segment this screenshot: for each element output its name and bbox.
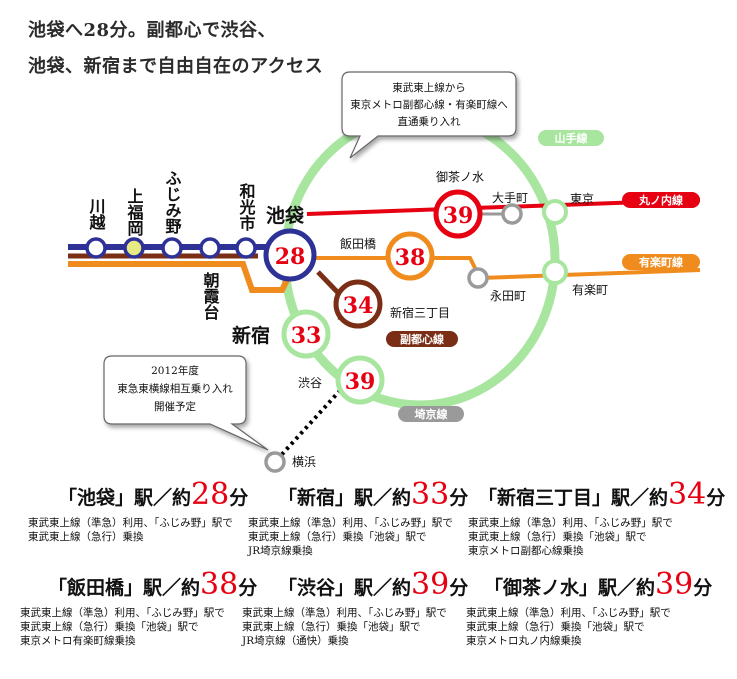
tokyu-line <box>273 383 347 464</box>
station-wakoshi <box>235 237 257 259</box>
station-tokyo <box>542 199 568 225</box>
callout-2012-line2: 東急東横線相互乗り入れ <box>117 382 233 395</box>
svg-text:埼京線: 埼京線 <box>415 407 448 421</box>
label-fujimino: ふじみ野 <box>163 170 182 235</box>
station-otemachi <box>501 203 523 225</box>
card-shinjuku-sanchome: 「新宿三丁目」駅／約34分 東武東上線（準急）利用、「ふじみ野」駅で東武東上線（… <box>468 477 726 558</box>
headline-line2: 池袋、新宿まで自由自在のアクセス <box>28 56 324 77</box>
label-nagatacho: 永田町 <box>490 289 526 303</box>
card-station-name: 飯田橋 <box>67 577 125 599</box>
label-shibuya: 渋谷 <box>298 376 322 390</box>
badge-ochanomizu: 39 <box>433 189 483 239</box>
tag-marunouchi: 丸ノ内線 <box>622 192 700 208</box>
tag-yurakucho: 有楽町線 <box>622 254 700 270</box>
badge-shibuya: 39 <box>335 355 385 405</box>
station-yurakucho <box>542 259 568 285</box>
svg-text:28: 28 <box>275 244 306 270</box>
station-kawagoe <box>85 237 107 259</box>
card-minutes: 38 <box>200 567 239 602</box>
card-station-name: 渋谷 <box>297 577 336 599</box>
label-ochanomizu: 御茶ノ水 <box>436 169 484 184</box>
badge-iidabashi: 38 <box>385 231 435 281</box>
svg-text:34: 34 <box>343 293 374 319</box>
svg-text:39: 39 <box>443 203 474 229</box>
svg-text:39: 39 <box>345 369 376 395</box>
svg-text:38: 38 <box>395 245 426 271</box>
badge-shinjuku: 33 <box>281 309 331 359</box>
svg-text:副都心線: 副都心線 <box>400 332 444 346</box>
callout-tobu-line3: 直通乗り入れ <box>398 115 461 128</box>
card-minutes: 34 <box>668 477 707 512</box>
tag-saikyo: 埼京線 <box>398 406 464 422</box>
tag-fukutoshin: 副都心線 <box>386 331 458 347</box>
card-ochanomizu: 「御茶ノ水」駅／約39分 東武東上線（準急）利用、「ふじみ野」駅で東武東上線（急… <box>466 567 713 648</box>
label-shinjuku: 新宿 <box>232 324 270 347</box>
label-shinjuku-sanchome: 新宿三丁目 <box>390 305 450 320</box>
svg-text:有楽町線: 有楽町線 <box>639 255 683 269</box>
svg-text:33: 33 <box>291 323 322 349</box>
label-yokohama: 横浜 <box>292 455 316 469</box>
card-iidabashi: 「飯田橋」駅／約38分 東武東上線（準急）利用、「ふじみ野」駅で東武東上線（急行… <box>20 567 258 648</box>
card-shibuya: 「渋谷」駅／約39分 東武東上線（準急）利用、「ふじみ野」駅で東武東上線（急行）… <box>242 567 469 648</box>
card-ikebukuro: 「池袋」駅／約28分 東武東上線（準急）利用、「ふじみ野」駅で東武東上線（急行）… <box>28 477 249 544</box>
tobu-line-orange <box>68 260 299 293</box>
route-map: 28 39 38 34 33 39 川越 上福岡 ふじみ野 朝霞台 和光市 池袋… <box>68 71 701 473</box>
label-otemachi: 大手町 <box>492 191 528 205</box>
callout-2012-line1: 2012年度 <box>151 364 199 377</box>
callout-2012-line3: 開催予定 <box>154 400 196 413</box>
callout-tobu-through-service <box>341 71 517 159</box>
station-asakadai <box>199 237 221 259</box>
card-station-name: 御茶ノ水 <box>503 577 580 599</box>
card-minutes: 33 <box>411 477 450 512</box>
label-yurakucho-station: 有楽町 <box>572 283 608 297</box>
station-fujimino <box>161 237 183 259</box>
label-kamifukuoka: 上福岡 <box>125 188 145 237</box>
callout-tobu-line2: 東京メトロ副都心線・有楽町線へ <box>350 98 508 111</box>
station-kamifukuoka <box>123 237 145 259</box>
callout-tobu-line1: 東武東上線から <box>392 81 466 94</box>
tag-yamanote: 山手線 <box>538 130 604 146</box>
label-tokyo: 東京 <box>570 192 594 206</box>
label-asakadai: 朝霞台 <box>201 271 220 321</box>
label-kawagoe: 川越 <box>87 198 107 231</box>
label-iidabashi: 飯田橋 <box>340 236 376 251</box>
callout-2012-tokyu <box>103 355 269 451</box>
card-station-name: 池袋 <box>77 487 116 509</box>
badge-shinjuku-sanchome: 34 <box>333 279 383 329</box>
card-shinjuku: 「新宿」駅／約33分 東武東上線（準急）利用、「ふじみ野」駅で東武東上線（急行）… <box>248 477 469 558</box>
svg-text:山手線: 山手線 <box>555 131 588 145</box>
headline-line1: 池袋へ28分。副都心で渋谷、 <box>28 20 277 41</box>
card-minutes: 39 <box>411 567 450 602</box>
card-station-name: 新宿 <box>297 487 336 509</box>
svg-text:丸ノ内線: 丸ノ内線 <box>638 193 683 207</box>
card-minutes: 28 <box>191 477 230 512</box>
station-yokohama <box>264 451 286 473</box>
station-nagatacho <box>467 267 489 289</box>
card-minutes: 39 <box>655 567 694 602</box>
badge-ikebukuro: 28 <box>263 228 317 282</box>
label-wakoshi: 和光市 <box>237 182 257 232</box>
label-ikebukuro: 池袋 <box>266 204 305 227</box>
card-station-name: 新宿三丁目 <box>497 487 593 509</box>
